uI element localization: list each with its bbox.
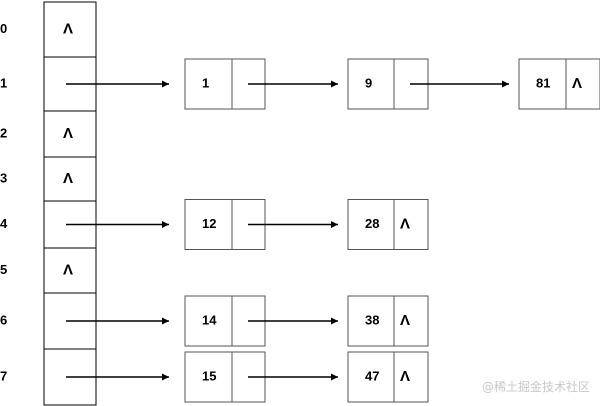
node-value: 47: [365, 368, 379, 383]
slot-index-label: 0: [0, 21, 7, 36]
null-pointer-symbol: Λ: [63, 125, 73, 142]
table-slot-3: [43, 156, 97, 202]
node-value: 12: [202, 216, 216, 231]
table-slot-0: [43, 1, 97, 58]
slot-index-label: 5: [0, 262, 7, 277]
list-node: [347, 351, 429, 403]
node-value: 15: [202, 368, 216, 383]
null-pointer-symbol: Λ: [63, 170, 73, 187]
node-value: 28: [365, 216, 379, 231]
null-pointer-symbol: Λ: [400, 368, 410, 385]
list-node: [347, 295, 429, 347]
slot-index-label: 1: [0, 75, 7, 90]
list-node: [347, 199, 429, 250]
node-value: 14: [202, 312, 217, 327]
null-pointer-symbol: Λ: [63, 261, 73, 278]
table-slot-2: [43, 110, 97, 158]
slot-index-label: 7: [0, 368, 7, 383]
watermark-text: @稀土掘金技术社区: [482, 380, 591, 394]
node-value: 1: [202, 75, 209, 90]
node-value: 38: [365, 312, 379, 327]
node-value: 9: [365, 75, 372, 90]
slot-index-label: 3: [0, 170, 7, 185]
list-node: [518, 58, 600, 110]
list-node: [184, 199, 266, 250]
slot-index-label: 6: [0, 312, 7, 327]
node-value: 81: [536, 75, 550, 90]
null-pointer-symbol: Λ: [400, 215, 410, 232]
null-pointer-symbol: Λ: [572, 75, 582, 92]
table-slot-5: [43, 247, 97, 294]
null-pointer-symbol: Λ: [63, 20, 73, 37]
slot-index-label: 2: [0, 125, 7, 140]
null-pointer-symbol: Λ: [400, 312, 410, 329]
slot-index-label: 4: [0, 216, 8, 231]
